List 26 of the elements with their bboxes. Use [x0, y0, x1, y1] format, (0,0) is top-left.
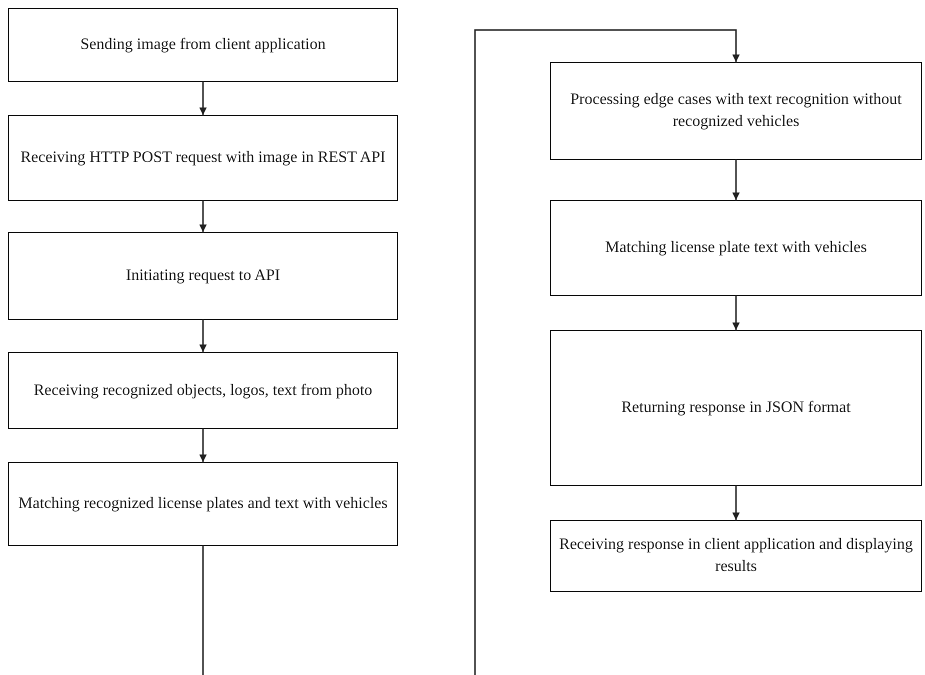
box-text: Processing edge cases with text recognition without recognized vehicles — [569, 90, 903, 132]
process-box — [550, 330, 922, 486]
arrow — [199, 320, 207, 352]
process-box — [8, 232, 398, 320]
arrow — [199, 429, 207, 462]
arrow — [732, 160, 740, 200]
process-box — [8, 462, 398, 546]
arrow — [199, 82, 207, 115]
arrow — [474, 29, 740, 675]
arrow — [732, 486, 740, 520]
process-box — [550, 520, 922, 592]
process-box — [8, 352, 398, 429]
box-text: Sending image from client application — [80, 35, 326, 56]
arrow — [732, 296, 740, 330]
process-box — [550, 200, 922, 296]
process-box — [8, 115, 398, 201]
arrow — [199, 201, 207, 232]
box-text: Receiving recognized objects, logos, text from photo — [34, 380, 372, 401]
box-text: Matching recognized license plates and text with vehicles — [18, 494, 388, 514]
box-text: Receiving response in client application and displaying results — [559, 535, 913, 577]
box-text: Returning response in JSON format — [621, 398, 851, 418]
process-box — [550, 62, 922, 160]
process-box — [8, 8, 398, 82]
box-text: Matching license plate text with vehicles — [605, 238, 867, 258]
box-text: Initiating request to API — [126, 266, 280, 286]
box-text: Receiving HTTP POST request with image in REST API — [20, 148, 386, 168]
